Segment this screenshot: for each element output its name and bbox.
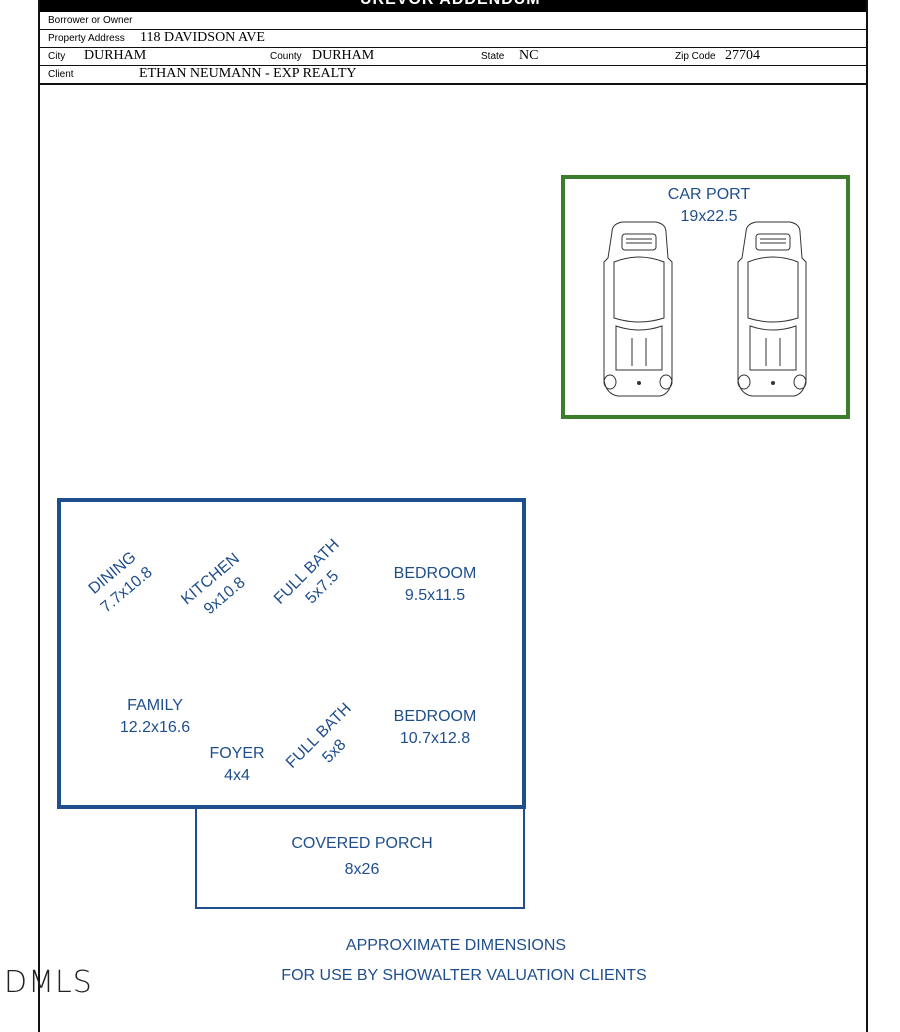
mls-watermark: DMLS [4, 965, 93, 1000]
room-covered-porch: COVERED PORCH 8x26 [282, 831, 442, 883]
room-dims: 10.7x12.8 [399, 730, 471, 747]
car-icon [737, 221, 807, 397]
county-value: DURHAM [312, 48, 375, 63]
room-bedroom-2: BEDROOM 10.7x12.8 [385, 706, 485, 750]
carport-dims: 19x22.5 [680, 208, 738, 225]
city-label: City [48, 51, 66, 62]
client-label: Client [48, 69, 74, 80]
state-label: State [481, 51, 505, 62]
room-name: FAMILY [127, 697, 183, 714]
property-address-row: Property Address 118 DAVIDSON AVE [40, 30, 866, 48]
room-foyer: FOYER 4x4 [187, 743, 287, 787]
title-bar: UREVOR ADDENDUM [40, 0, 866, 12]
room-bedroom-1: BEDROOM 9.5x11.5 [385, 563, 485, 607]
client-value: ETHAN NEUMANN - EXP REALTY [139, 66, 357, 81]
carport-label: CAR PORT 19x22.5 [649, 184, 769, 228]
porch-outline [195, 807, 525, 909]
state-value: NC [519, 48, 539, 63]
county-label: County [270, 51, 302, 62]
carport-name: CAR PORT [667, 186, 751, 203]
document-page: UREVOR ADDENDUM Borrower or Owner Proper… [38, 0, 868, 1032]
city-row: City DURHAM County DURHAM State NC Zip C… [40, 48, 866, 66]
room-dims: 4x4 [224, 767, 250, 784]
property-address-value: 118 DAVIDSON AVE [140, 30, 265, 45]
borrower-label: Borrower or Owner [48, 15, 133, 26]
zip-label: Zip Code [675, 51, 716, 62]
room-dims: 8x26 [344, 861, 380, 878]
room-family: FAMILY 12.2x16.6 [105, 695, 205, 739]
footer-line-1: APPROXIMATE DIMENSIONS [345, 937, 567, 954]
property-address-label: Property Address [48, 33, 125, 44]
zip-value: 27704 [725, 48, 760, 63]
borrower-row: Borrower or Owner [40, 12, 866, 30]
room-name: COVERED PORCH [291, 835, 433, 852]
room-dims: 12.2x16.6 [119, 719, 191, 736]
room-name: FOYER [209, 745, 265, 762]
city-value: DURHAM [84, 48, 147, 63]
carport-outline [561, 175, 850, 419]
client-row: Client ETHAN NEUMANN - EXP REALTY [40, 66, 866, 85]
room-name: BEDROOM [393, 565, 477, 582]
room-name: BEDROOM [393, 708, 477, 725]
footer-line-2: FOR USE BY SHOWALTER VALUATION CLIENTS [281, 967, 647, 984]
document-title: UREVOR ADDENDUM [360, 0, 541, 9]
house-outline [57, 498, 526, 809]
car-icon [603, 221, 673, 397]
room-dims: 9.5x11.5 [404, 587, 466, 604]
